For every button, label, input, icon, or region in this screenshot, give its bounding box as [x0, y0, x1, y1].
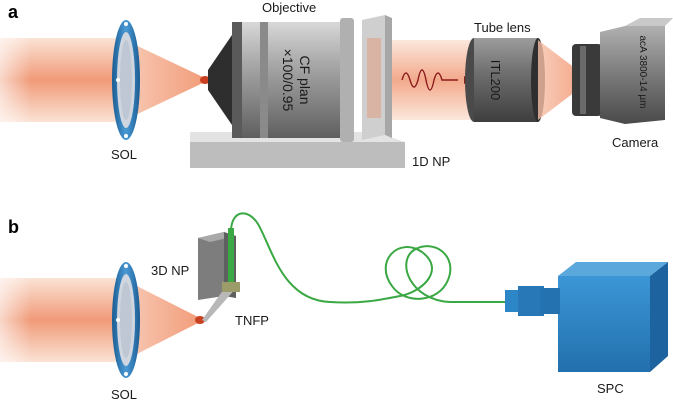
camera-label: Camera [612, 135, 659, 150]
tube-lens: ITL200 [465, 38, 545, 122]
focus-spot-a [200, 76, 210, 84]
tube-lens-text: ITL200 [488, 60, 503, 100]
tube-lens-label: Tube lens [474, 20, 531, 35]
camera-text: acA 3800-14 µm [637, 35, 648, 108]
box-detector-icon [505, 262, 668, 372]
image-cone [538, 40, 588, 120]
probe-label: TNFP [235, 313, 269, 328]
objective-label: Objective [262, 0, 316, 15]
sol-label-b: SOL [111, 387, 137, 402]
optical-fiber [230, 212, 520, 304]
objective-text-2: ×100/0.95 [280, 49, 296, 112]
ring-lens-icon [112, 20, 140, 140]
sol-label-a: SOL [111, 147, 137, 162]
camera-icon: acA 3800-14 µm [572, 18, 673, 124]
stage-label-b: 3D NP [151, 263, 189, 278]
objective-text-1: CF plan [297, 55, 313, 104]
collected-beam [392, 40, 474, 120]
panel-a-letter: a [8, 2, 19, 22]
panel-b-letter: b [8, 217, 19, 237]
stage-label-a: 1D NP [412, 154, 450, 169]
incident-beam-b [0, 278, 200, 362]
objective-lens: CF plan ×100/0.95 [208, 18, 354, 142]
focus-spot-b [195, 316, 205, 324]
ring-lens-icon-b [112, 262, 140, 378]
tapered-probe [202, 228, 240, 322]
incident-beam-a [0, 38, 205, 122]
detector-label: SPC [597, 381, 624, 396]
